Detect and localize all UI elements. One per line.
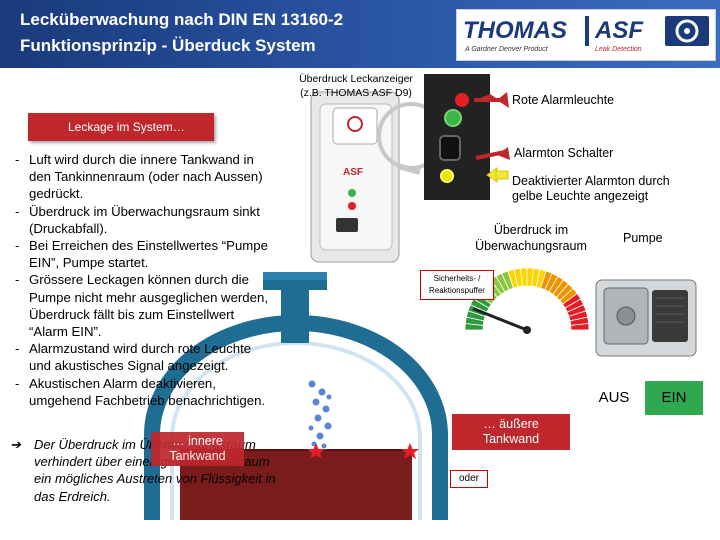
conclusion: ➔ Der Überdruck im Überwachungsraum verh… xyxy=(10,436,290,505)
inner-wall-line1: … innere xyxy=(172,434,223,448)
pump-label: Pumpe xyxy=(623,231,663,245)
inner-wall-callout: … innere Tankwand xyxy=(151,432,244,466)
deactivated-alarm-line1: Deaktivierter Alarmton durch xyxy=(512,174,670,188)
aus-label: AUS xyxy=(598,389,630,406)
logo-emblem-icon xyxy=(665,16,709,46)
logo-word-left: THOMAS xyxy=(463,17,567,44)
explanation-item: Alarmzustand wird durch rote Leuchte und… xyxy=(10,340,276,374)
aus-box xyxy=(585,381,643,415)
safety-buffer-box: Sicherheits- / Reaktionspuffer xyxy=(420,270,494,300)
air-bubbles-icon xyxy=(307,379,333,450)
svg-text:ASF: ASF xyxy=(343,167,363,178)
ein-box xyxy=(645,381,703,415)
leak-detector-label-line1: Überdruck Leckanzeiger xyxy=(299,73,413,85)
safety-buffer-line1: Sicherheits- / xyxy=(433,274,481,283)
overpressure-line2: Überwachungsraum xyxy=(475,239,587,253)
inner-wall-line2: Tankwand xyxy=(169,449,226,463)
leak-star-icon xyxy=(307,443,419,459)
logo-sub-right: Leak Detection xyxy=(595,46,642,53)
explanation-item: Bei Erreichen des Einstellwertes “Pumpe … xyxy=(10,237,276,271)
double-wall-tank-icon xyxy=(144,272,448,520)
indicator-panel xyxy=(424,74,490,200)
alarm-switch-label: Alarmton Schalter xyxy=(514,146,614,160)
outer-wall-line1: … äußere xyxy=(483,417,539,431)
outer-wall-callout: … äußere Tankwand xyxy=(452,414,570,450)
or-box: oder xyxy=(450,470,488,488)
arrow-right-icon: ➔ xyxy=(10,437,21,452)
explanation-item: Luft wird durch die innere Tankwand in d… xyxy=(10,151,276,203)
overpressure-line1: Überdruck im xyxy=(493,223,569,237)
pump-icon xyxy=(595,279,697,357)
gauge-hub xyxy=(523,326,531,334)
safety-buffer-line2: Reaktionspuffer xyxy=(429,286,485,295)
logo-divider xyxy=(585,16,589,46)
company-logo: THOMAS ASF A Gardner Denver Product Leak… xyxy=(456,9,716,61)
leak-detector-label-line2: (z.B. THOMAS ASF D9) xyxy=(300,87,412,99)
pressure-gauge-icon xyxy=(464,267,590,334)
outer-wall-line2: Tankwand xyxy=(482,432,540,446)
leak-banner: Leckage im System… xyxy=(28,113,214,141)
red-alarm-light-label: Rote Alarmleuchte xyxy=(512,93,615,107)
ein-label: EIN xyxy=(661,389,687,406)
pointer-arrows xyxy=(474,92,510,183)
explanation-item: Überdruck im Überwachungsraum sinkt (Dru… xyxy=(10,203,276,237)
gauge-segment xyxy=(570,323,590,331)
conclusion-text: Der Überdruck im Überwachungsraum verhin… xyxy=(34,437,276,504)
title-line-2: Funktionsprinzip - Überduck System xyxy=(20,36,316,55)
leak-detector-device-icon: ASF xyxy=(310,91,445,263)
overpressure-label: Überdruck im Überwachungsraum xyxy=(458,222,604,254)
logo-sub-left: A Gardner Denver Product xyxy=(465,46,548,53)
explanation-item: Grössere Leckagen können durch die Pumpe… xyxy=(10,271,276,340)
leak-detector-label: Überdruck Leckanzeiger (z.B. THOMAS ASF … xyxy=(286,72,426,100)
explanation-item: Akustischen Alarm deaktivieren, umgehend… xyxy=(10,375,276,409)
logo-word-right: ASF xyxy=(595,17,643,44)
deactivated-alarm-label: Deaktivierter Alarmton durch gelbe Leuch… xyxy=(512,174,670,204)
deactivated-alarm-line2: gelbe Leuchte angezeigt xyxy=(512,189,649,203)
title-line-1: Lecküberwachung nach DIN EN 13160-2 xyxy=(20,10,344,29)
gauge-needle xyxy=(472,307,528,332)
explanation-list: Luft wird durch die innere Tankwand in d… xyxy=(10,151,276,409)
